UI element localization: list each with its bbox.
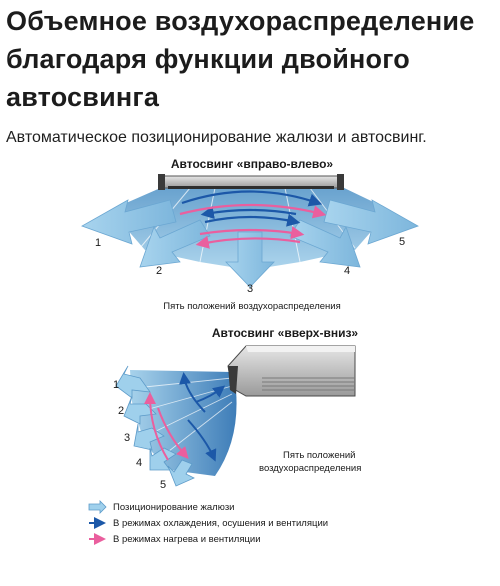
legend: Позиционирование жалюзи В режимах охлажд…	[88, 500, 328, 545]
top-arrow-1	[81, 199, 177, 245]
top-indoor-unit	[158, 174, 344, 190]
top-position-1: 1	[95, 237, 101, 249]
top-diagram-caption: Пять положений воздухораспределения	[163, 301, 340, 312]
bottom-position-2: 2	[118, 405, 124, 417]
title-line-1: Объемное воздухораспределение	[6, 6, 475, 36]
legend-item-cooling: В режимах охлаждения, осушения и вентиля…	[89, 517, 328, 529]
top-diagram-title: Автосвинг «вправо-влево»	[171, 157, 334, 171]
light-blue-arrow-icon	[88, 500, 107, 514]
bottom-caption-line-2: воздухораспределения	[259, 463, 361, 474]
top-position-2: 2	[156, 265, 162, 277]
legend-text-cooling: В режимах охлаждения, осушения и вентиля…	[113, 518, 328, 529]
legend-item-heating: В режимах нагрева и вентиляции	[89, 533, 261, 545]
top-position-3: 3	[247, 283, 253, 295]
legend-item-louver: Позиционирование жалюзи	[88, 500, 235, 514]
bottom-arrow-4	[149, 447, 177, 471]
bottom-heat-arrows	[144, 392, 189, 461]
legend-text-louver: Позиционирование жалюзи	[113, 502, 235, 513]
bottom-arrow-5	[167, 459, 195, 487]
bottom-diagram-title: Автосвинг «вверх-вниз»	[212, 326, 359, 340]
bottom-arrow-3	[133, 423, 165, 451]
top-position-4: 4	[344, 265, 350, 277]
top-louver-arrows	[81, 199, 419, 288]
bottom-cool-arrows	[179, 372, 226, 462]
bottom-louver-arrows	[115, 365, 195, 487]
bottom-arrow-1	[115, 365, 151, 399]
top-position-5: 5	[399, 236, 405, 248]
top-cool-arrows	[181, 190, 323, 227]
bottom-position-5: 5	[160, 479, 166, 491]
title-line-2: благодаря функции двойного	[6, 44, 411, 74]
bottom-diagram: Автосвинг «вверх-вниз»	[113, 326, 361, 491]
bottom-caption-line-1: Пять положений	[283, 450, 355, 461]
top-diagram: Автосвинг «вправо-влево»	[81, 157, 419, 312]
bottom-arrow-2	[123, 395, 157, 425]
bottom-position-1: 1	[113, 379, 119, 391]
legend-text-heating: В режимах нагрева и вентиляции	[113, 534, 261, 545]
top-arrow-3	[225, 231, 275, 288]
bottom-position-4: 4	[136, 457, 142, 469]
top-heat-arrows	[179, 203, 327, 249]
title-line-3: автосвинга	[6, 82, 160, 112]
bottom-position-3: 3	[124, 432, 130, 444]
top-arrow-5	[323, 199, 419, 245]
bottom-indoor-unit	[227, 345, 356, 397]
page-subtitle: Автоматическое позиционирование жалюзи и…	[6, 129, 427, 146]
page-title: Объемное воздухораспределение благодаря …	[6, 2, 496, 116]
